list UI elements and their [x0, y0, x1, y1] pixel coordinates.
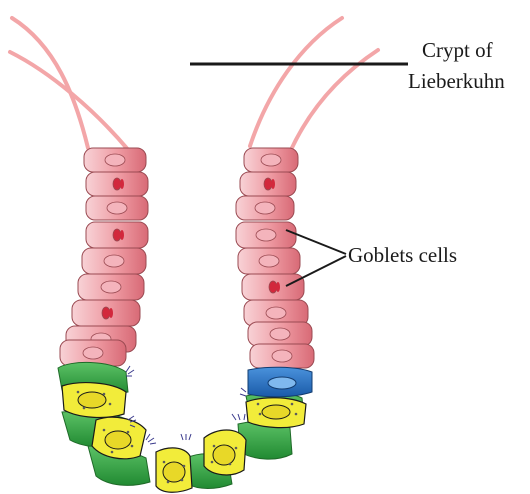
pink-cell: [242, 274, 304, 300]
pink-cell: [82, 248, 146, 274]
pink-cell: [240, 172, 296, 196]
yellow-cell: [204, 430, 246, 475]
left-villus-outline: [10, 18, 130, 152]
pink-cell: [72, 300, 140, 326]
left-epithelium: [60, 148, 148, 366]
left-outer-strand: [12, 18, 88, 148]
yellow-cell: [92, 417, 146, 459]
yellow-cell: [156, 448, 192, 492]
crypt-base: [58, 362, 312, 492]
pink-cell: [250, 344, 314, 368]
yellow-cell: [62, 383, 126, 418]
pink-cell: [238, 248, 300, 274]
crypt-label-line1: Crypt of: [422, 38, 493, 62]
yellow-cell: [246, 398, 306, 428]
right-epithelium: [236, 148, 314, 368]
right-villus-outline: [250, 18, 378, 152]
pink-cell: [86, 222, 148, 248]
goblets-label: Goblets cells: [348, 243, 457, 267]
pink-cell: [248, 322, 312, 346]
pink-cell: [84, 148, 146, 172]
pink-cell: [60, 340, 126, 366]
pink-cell: [86, 172, 148, 196]
pink-cell: [244, 148, 298, 172]
pink-cell: [78, 274, 144, 300]
crypt-label-line2: Lieberkuhn: [408, 69, 505, 93]
pink-cell: [236, 196, 294, 220]
pink-cell: [236, 222, 296, 248]
right-outer-strand: [250, 18, 342, 146]
left-inner-strand: [10, 52, 130, 152]
pink-cell: [86, 196, 148, 220]
blue-cell: [248, 367, 312, 397]
